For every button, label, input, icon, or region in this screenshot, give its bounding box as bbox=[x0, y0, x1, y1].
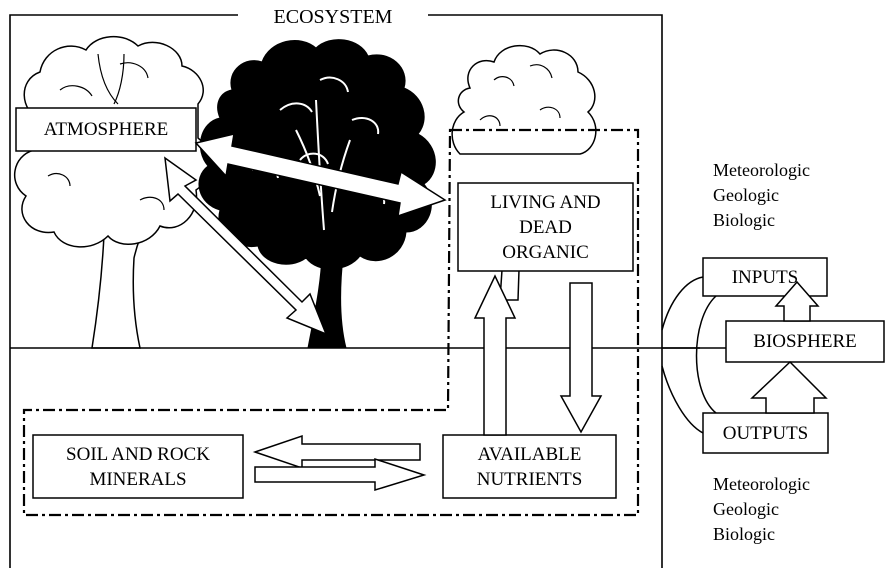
organic-label-line-2: DEAD bbox=[519, 217, 572, 238]
organic-box bbox=[457, 182, 634, 272]
ecosystem-dashdot-boundary bbox=[22, 128, 640, 517]
input-source-item: Meteorologic bbox=[713, 160, 810, 180]
output-sources-list: Meteorologic Geologic Biologic bbox=[713, 472, 810, 547]
atmosphere-tree-double-arrow bbox=[164, 156, 328, 336]
soil-minerals-box bbox=[32, 434, 244, 499]
nutrients-to-soil-arrow bbox=[252, 434, 421, 470]
soil-to-nutrients-arrow bbox=[254, 457, 427, 492]
outputs-curve bbox=[661, 365, 704, 434]
output-source-item: Biologic bbox=[713, 524, 775, 544]
ecosystem-title: ECOSYSTEM bbox=[273, 6, 393, 28]
atmosphere-organic-double-arrow bbox=[194, 133, 447, 218]
outputs-to-biosphere-arrow bbox=[750, 360, 828, 414]
organic-label-line-3: ORGANIC bbox=[502, 242, 589, 263]
input-source-item: Biologic bbox=[713, 210, 775, 230]
biosphere-to-inputs-arrow bbox=[774, 280, 820, 322]
nutrients-label-line-1: AVAILABLE bbox=[477, 444, 582, 465]
biosphere-label: BIOSPHERE bbox=[753, 331, 857, 352]
inputs-label: INPUTS bbox=[731, 267, 799, 288]
available-nutrients-label: AVAILABLE NUTRIENTS bbox=[443, 442, 616, 492]
output-source-item: Geologic bbox=[713, 499, 779, 519]
input-sources-list: Meteorologic Geologic Biologic bbox=[713, 158, 810, 233]
soil-label-line-2: MINERALS bbox=[89, 469, 187, 490]
atmosphere-box bbox=[15, 107, 197, 152]
organic-label: LIVING AND DEAD ORGANIC bbox=[458, 190, 633, 265]
inputs-curve bbox=[661, 276, 704, 331]
soil-label-line-1: SOIL AND ROCK bbox=[66, 444, 210, 465]
organic-label-line-1: LIVING AND bbox=[490, 192, 601, 213]
nutrients-to-organic-arrow bbox=[473, 274, 517, 436]
output-source-item: Meteorologic bbox=[713, 474, 810, 494]
nutrients-label-line-2: NUTRIENTS bbox=[476, 469, 583, 490]
ecosystem-frame bbox=[9, 14, 663, 568]
input-source-item: Geologic bbox=[713, 185, 779, 205]
inputs-box bbox=[702, 257, 828, 297]
soil-minerals-label: SOIL AND ROCK MINERALS bbox=[33, 442, 243, 492]
organic-to-nutrients-arrow bbox=[559, 282, 603, 434]
inputs-outputs-loop bbox=[695, 295, 717, 414]
outputs-label: OUTPUTS bbox=[722, 423, 809, 444]
outputs-box bbox=[702, 412, 829, 454]
available-nutrients-box bbox=[442, 434, 617, 499]
middle-tree-illustration bbox=[198, 39, 436, 349]
atmosphere-label: ATMOSPHERE bbox=[43, 119, 169, 140]
